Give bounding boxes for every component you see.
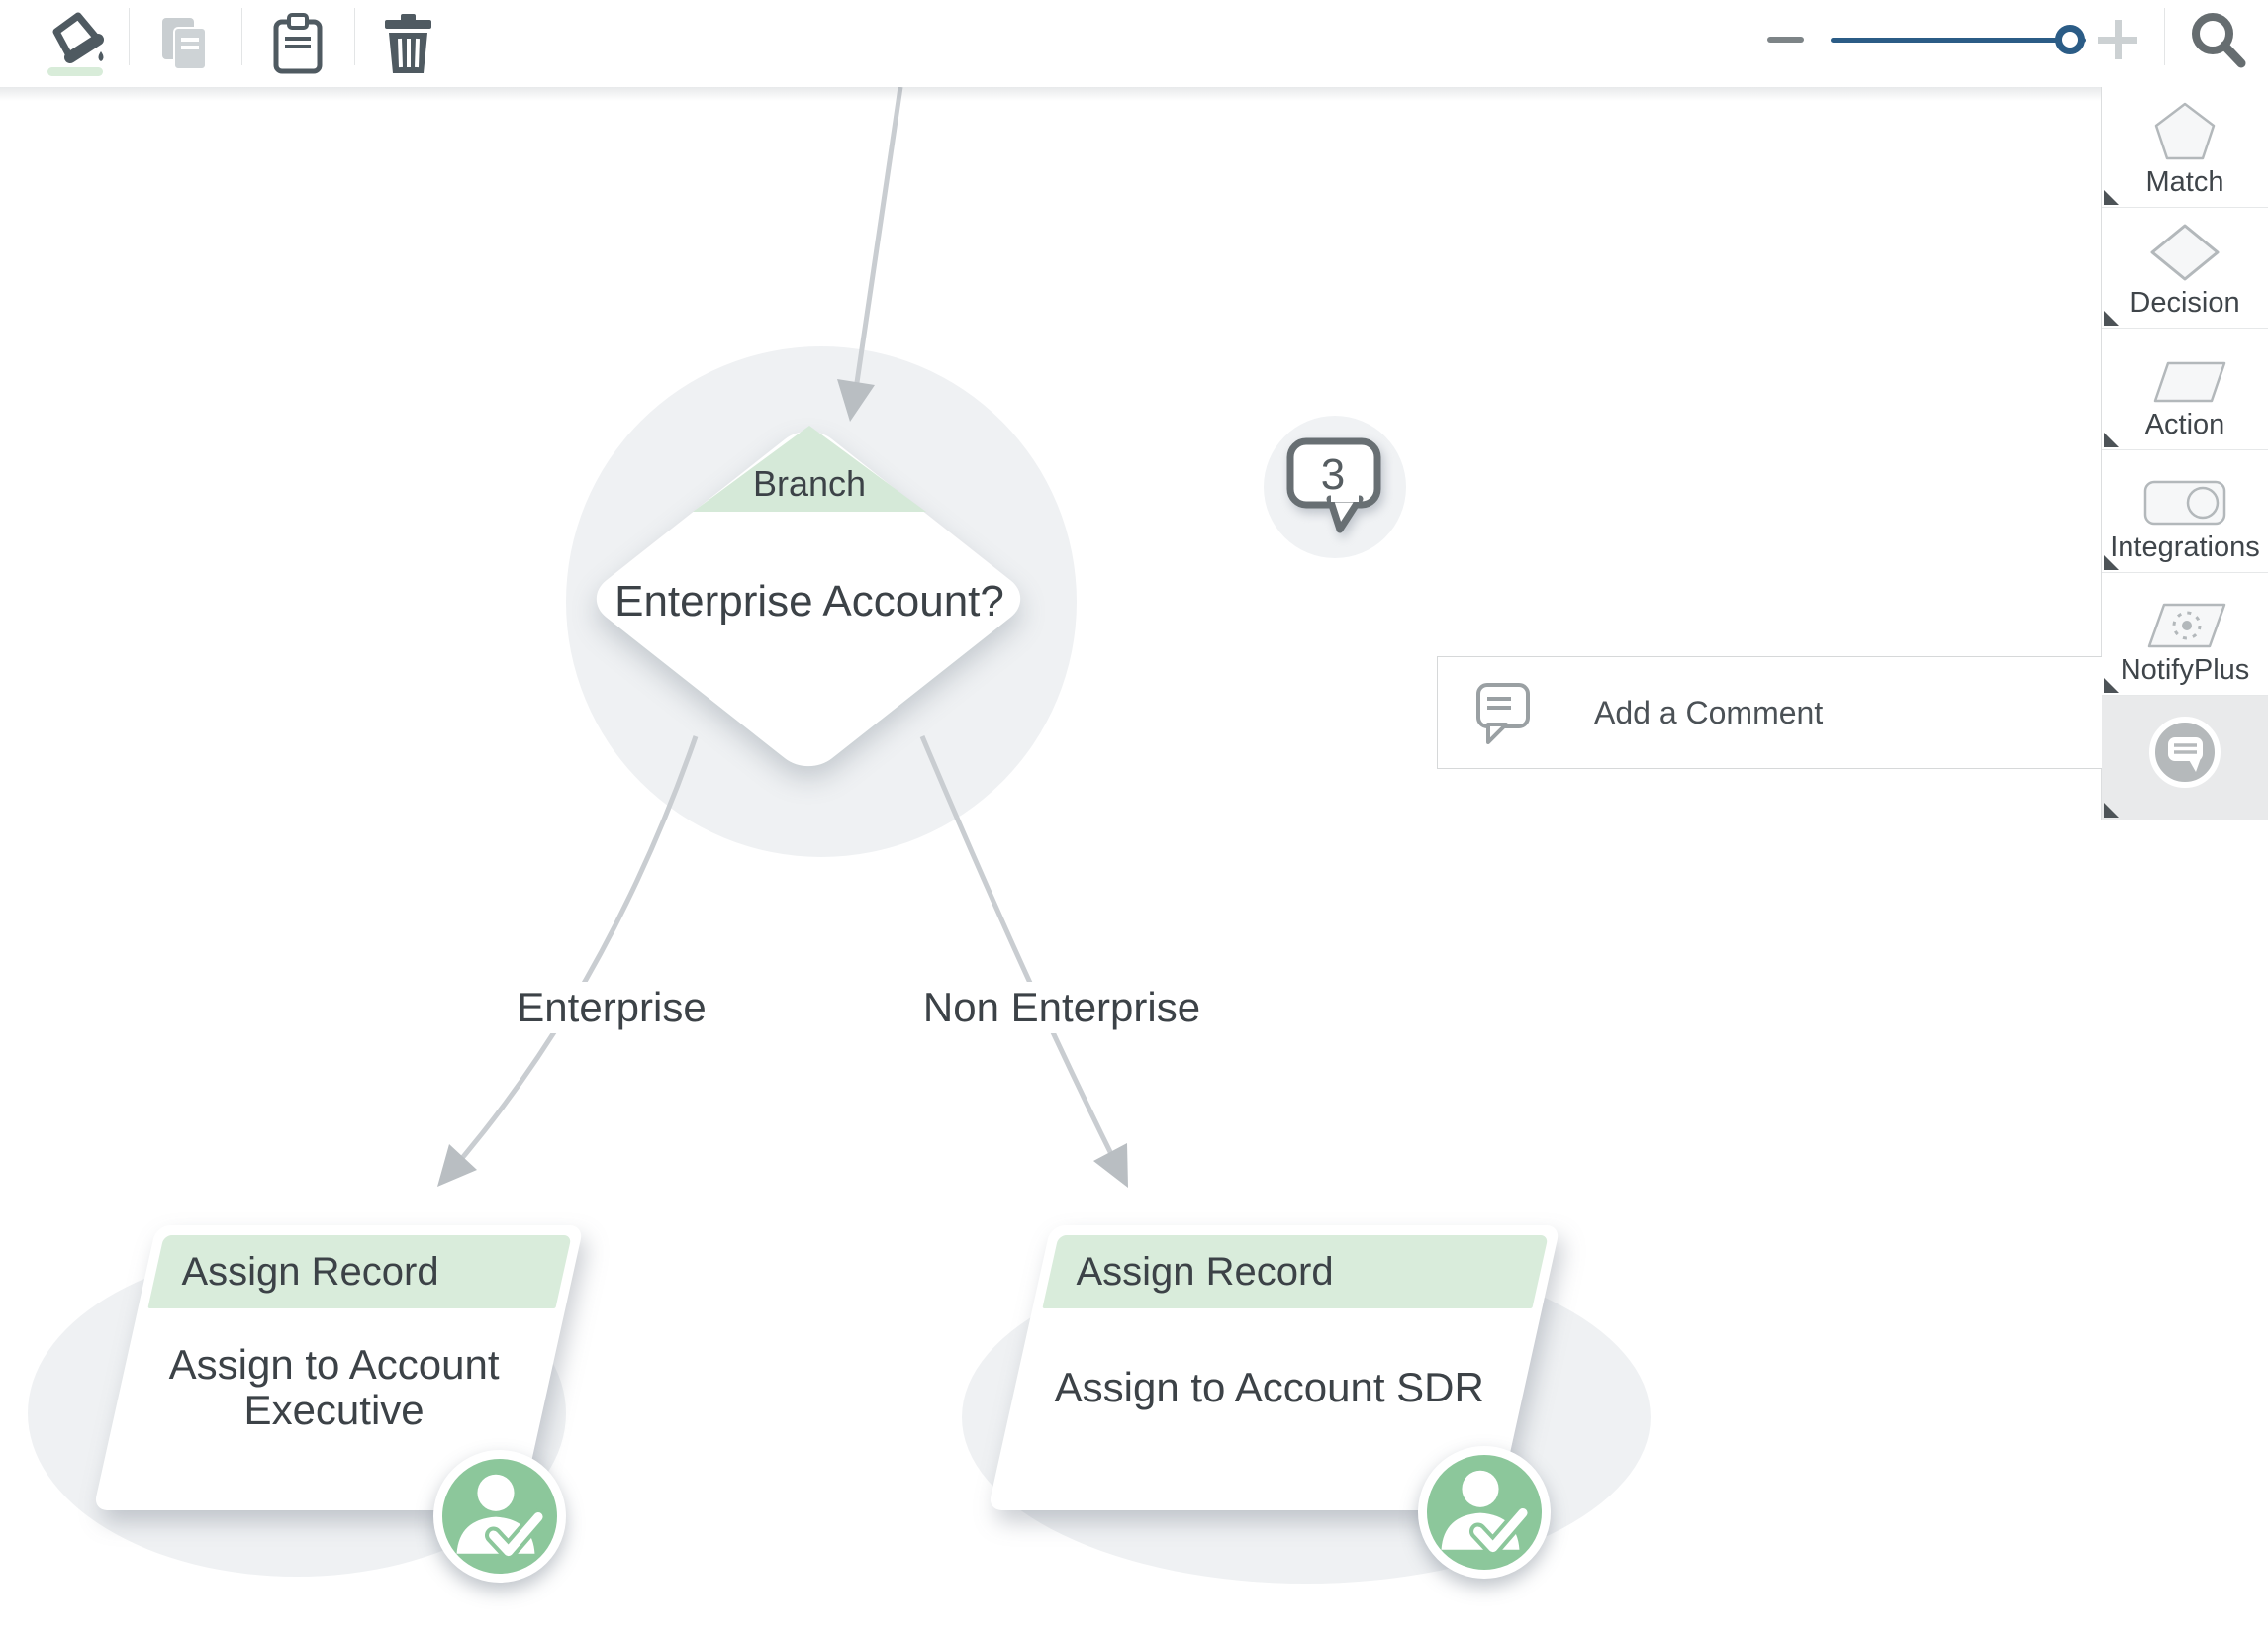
action-node-header: Assign Record [147, 1235, 572, 1308]
trash-icon [385, 14, 431, 73]
zoom-out-button[interactable] [1767, 37, 1804, 43]
decision-node-title: Enterprise Account? [614, 577, 1004, 626]
copy-icon [162, 18, 207, 70]
comment-count: 3 [1320, 450, 1346, 499]
action-node-header-label: Assign Record [181, 1249, 439, 1294]
drag-corner-icon [2104, 190, 2119, 205]
palette-item-label: Match [2145, 166, 2224, 198]
search-icon [2192, 13, 2246, 68]
clipboard-icon [273, 13, 323, 74]
palette-item-action[interactable]: Action [2102, 329, 2268, 450]
search-button[interactable] [2185, 6, 2252, 78]
drag-corner-icon [2104, 803, 2119, 818]
edge-incoming-line [852, 86, 903, 397]
drag-corner-icon [2104, 555, 2119, 570]
palette-item-match[interactable]: Match [2102, 87, 2268, 208]
palette-item-notifyplus[interactable]: NotifyPlus [2102, 573, 2268, 696]
diamond-icon [2150, 224, 2220, 281]
toolbar-divider [354, 8, 355, 65]
assign-user-avatar [1418, 1446, 1551, 1579]
edge-label-non-enterprise[interactable]: Non Enterprise [906, 982, 1217, 1033]
edge-non-enterprise-arrowhead [1093, 1143, 1128, 1188]
palette-item-label: Integrations [2110, 531, 2260, 563]
shape-palette: Match Decision Action Integrations Notif… [2101, 87, 2268, 820]
notifyplus-icon [2147, 603, 2226, 648]
zoom-slider-track[interactable] [1831, 38, 2086, 43]
paste-button[interactable] [266, 6, 330, 81]
decision-node-type-label: Branch [752, 463, 867, 504]
add-comment-label: Add a Comment [1594, 694, 1824, 730]
add-comment-tooltip[interactable]: Add a Comment [1437, 656, 2102, 769]
toolbar-divider [241, 8, 242, 65]
comment-bubble-icon [2149, 716, 2221, 788]
person-check-icon [1441, 1470, 1532, 1557]
toolbar-divider [2164, 8, 2165, 65]
action-node-title: Assign to Account SDR [1055, 1363, 1485, 1410]
palette-item-label: NotifyPlus [2120, 654, 2250, 686]
palette-item-label: Action [2144, 409, 2225, 440]
edge-enterprise-line [443, 735, 699, 1180]
palette-item-label: Decision [2129, 287, 2240, 319]
zoom-slider-thumb[interactable] [2055, 25, 2085, 54]
integrations-icon [2143, 480, 2226, 526]
palette-item-decision[interactable]: Decision [2102, 208, 2268, 329]
comment-count-bubble[interactable] [1282, 434, 1391, 542]
assign-user-avatar [433, 1450, 566, 1583]
comment-outline-icon [1476, 683, 1530, 744]
drag-corner-icon [2104, 678, 2119, 693]
toolbar [0, 0, 2268, 87]
fill-style-button[interactable] [43, 6, 106, 81]
person-check-icon [456, 1474, 547, 1561]
toolbar-divider [129, 8, 130, 65]
action-node-header-label: Assign Record [1076, 1249, 1334, 1294]
action-node-title: Assign to Account Executive [168, 1340, 500, 1433]
copy-button[interactable] [152, 6, 216, 81]
zoom-in-button-bar [2115, 20, 2122, 59]
toolbar-shadow [0, 87, 2101, 101]
fill-bucket-icon [47, 12, 104, 76]
drag-corner-icon [2104, 433, 2119, 447]
edge-non-enterprise-line [919, 735, 1127, 1182]
action-node-header: Assign Record [1042, 1235, 1549, 1308]
edge-enterprise-arrowhead [437, 1144, 477, 1187]
edge-label-enterprise[interactable]: Enterprise [501, 982, 722, 1033]
pentagon-icon [2154, 102, 2216, 160]
drag-corner-icon [2104, 311, 2119, 326]
delete-button[interactable] [376, 6, 439, 81]
palette-item-integrations[interactable]: Integrations [2102, 450, 2268, 573]
palette-item-comment[interactable] [2102, 696, 2268, 820]
edge-incoming-arrowhead [837, 379, 875, 422]
parallelogram-icon [2153, 361, 2226, 403]
